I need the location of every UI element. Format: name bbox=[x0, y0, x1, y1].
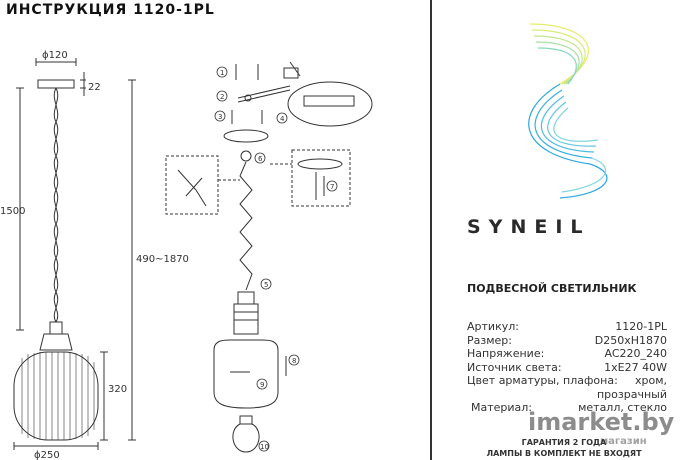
watermark: imarket.by bbox=[528, 408, 675, 436]
brand-name: SYNEIL bbox=[467, 216, 591, 238]
warranty-note: ГАРАНТИЯ 2 ГОДА bbox=[521, 438, 607, 447]
spec-row-material: Материал: металл, стекло bbox=[467, 401, 667, 415]
spec-row-size: Размер: D250xH1870 bbox=[467, 334, 667, 348]
step-7-label: 7 bbox=[330, 183, 334, 191]
spec-row-color: Цвет арматуры, плафона: хром, bbox=[467, 374, 667, 388]
spec-value: 1xE27 40W bbox=[604, 360, 667, 374]
spec-row-article: Артикул: 1120-1PL bbox=[467, 320, 667, 334]
bulbs-note: ЛАМПЫ В КОМПЛЕКТ НЕ ВХОДЯТ bbox=[486, 449, 642, 458]
step-1-label: 1 bbox=[220, 69, 224, 77]
step-8-label: 8 bbox=[292, 357, 296, 365]
brand-logo-icon bbox=[528, 23, 608, 199]
step-10-label: 10 bbox=[260, 443, 269, 451]
spec-row-light-source: Источник света: 1xE27 40W bbox=[467, 361, 667, 375]
spec-label: Материал: bbox=[471, 401, 533, 414]
spec-value: 1120-1PL bbox=[615, 320, 667, 333]
dim-shade-width: ϕ250 bbox=[34, 450, 60, 460]
step-3-label: 3 bbox=[218, 113, 222, 121]
step-5-label: 5 bbox=[264, 281, 268, 289]
page-title: ИНСТРУКЦИЯ 1120-1PL bbox=[6, 2, 215, 18]
exploded-assembly bbox=[165, 61, 373, 453]
vertical-divider bbox=[430, 0, 432, 460]
assembly-drawing: ϕ120 22 1500 490~1870 320 ϕ250 bbox=[0, 50, 373, 460]
dim-canopy-height: 22 bbox=[88, 82, 101, 93]
spec-value: металл, стекло bbox=[578, 401, 667, 414]
dim-chain-length: 1500 bbox=[0, 206, 25, 217]
spec-row-voltage: Напряжение: AC220_240 bbox=[467, 347, 667, 361]
product-drawing bbox=[13, 58, 136, 450]
footer-notes: ГАРАНТИЯ 2 ГОДА ЛАМПЫ В КОМПЛЕКТ НЕ ВХОД… bbox=[468, 437, 660, 459]
spec-value: AC220_240 bbox=[604, 347, 667, 360]
spec-value: хром, bbox=[634, 374, 667, 387]
dim-total-height: 490~1870 bbox=[136, 254, 189, 265]
step-2-label: 2 bbox=[220, 93, 224, 101]
step-markers bbox=[214, 66, 338, 452]
step-9-label: 9 bbox=[260, 381, 264, 389]
spec-label: Артикул: bbox=[467, 320, 519, 333]
spec-value-continued: прозрачный bbox=[596, 387, 667, 401]
dim-shade-height: 320 bbox=[108, 384, 127, 395]
product-type: ПОДВЕСНОЙ СВЕТИЛЬНИК bbox=[467, 282, 637, 295]
spec-label: Размер: bbox=[467, 333, 512, 347]
spec-label: Напряжение: bbox=[467, 347, 545, 360]
spec-list: Артикул: 1120-1PL Размер: D250xH1870 Нап… bbox=[467, 320, 667, 415]
spec-label: Источник света: bbox=[467, 360, 562, 374]
step-4-label: 4 bbox=[280, 115, 285, 123]
dim-top-width: ϕ120 bbox=[42, 50, 68, 61]
watermark-sub: магазин bbox=[600, 436, 647, 447]
spec-label: Цвет арматуры, плафона: bbox=[467, 374, 618, 387]
step-6-label: 6 bbox=[258, 155, 263, 163]
spec-value: D250xH1870 bbox=[594, 333, 667, 347]
